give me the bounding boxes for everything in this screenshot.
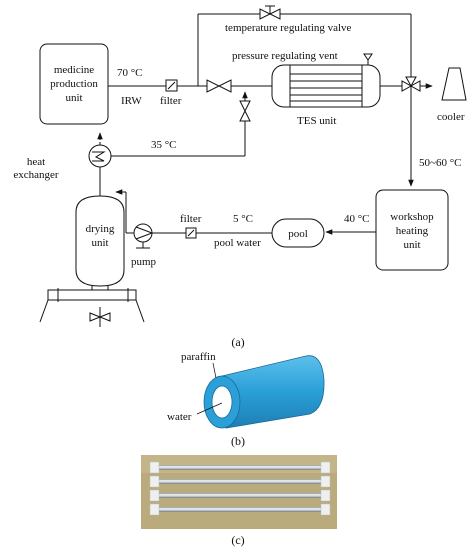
workshop-unit-label-2: heating bbox=[396, 225, 429, 237]
pump-icon bbox=[133, 223, 153, 243]
cooler-label: cooler bbox=[437, 111, 465, 123]
heat-exchanger-icon bbox=[88, 144, 112, 168]
cylinder-body bbox=[221, 355, 325, 429]
tubes-photo bbox=[141, 455, 337, 529]
filter-top-label: filter bbox=[160, 95, 182, 107]
pressure-vent-icon bbox=[363, 53, 373, 61]
water-label: water bbox=[167, 411, 192, 423]
medicine-unit-label-1: medicine bbox=[54, 64, 94, 76]
caption-c: (c) bbox=[231, 533, 244, 547]
paraffin-cylinder-diagram bbox=[196, 355, 325, 429]
water-leader bbox=[196, 402, 223, 415]
filter-bottom-label: filter bbox=[180, 213, 202, 225]
workshop-unit-label-1: workshop bbox=[390, 211, 434, 223]
heat-exchanger-label-2: exchanger bbox=[13, 169, 59, 181]
temp-40-label: 40 °C bbox=[344, 213, 370, 225]
drying-stand bbox=[47, 289, 137, 301]
three-way-valve-icon bbox=[401, 76, 421, 92]
process-diagram bbox=[39, 5, 467, 327]
temp-50-60-label: 50~60 °C bbox=[419, 157, 461, 169]
tube-2 bbox=[155, 479, 323, 484]
temp-35-label: 35 °C bbox=[151, 139, 177, 151]
drying-unit-label-1: drying bbox=[86, 223, 115, 235]
pressure-vent-label: pressure regulating vent bbox=[232, 50, 338, 62]
cooler-icon bbox=[441, 67, 467, 101]
tube-1 bbox=[155, 465, 323, 470]
medicine-unit-label-3: unit bbox=[65, 92, 82, 104]
tube-3 bbox=[155, 493, 323, 498]
paraffin-leader bbox=[212, 362, 217, 379]
diagram-a-labels: medicine production unit 70 °C IRW filte… bbox=[13, 22, 464, 349]
temp-5-label: 5 °C bbox=[233, 213, 253, 225]
caption-a: (a) bbox=[231, 335, 244, 349]
tes-unit-label: TES unit bbox=[297, 115, 336, 127]
tube-4 bbox=[155, 507, 323, 512]
medicine-production-unit-box bbox=[39, 43, 109, 125]
valve-top-icon bbox=[206, 79, 232, 93]
paraffin-label: paraffin bbox=[181, 351, 216, 363]
pool-label: pool bbox=[288, 228, 308, 240]
pump-label: pump bbox=[131, 256, 157, 268]
cylinder-inner-hole bbox=[211, 385, 233, 419]
drying-unit-box bbox=[75, 195, 125, 287]
valve-vertical-icon bbox=[239, 100, 251, 122]
temp-70-label: 70 °C bbox=[117, 67, 143, 79]
irw-label: IRW bbox=[121, 95, 142, 107]
medicine-unit-label-2: production bbox=[50, 78, 98, 90]
workshop-heating-unit-box bbox=[375, 189, 449, 271]
caption-b: (b) bbox=[231, 434, 245, 448]
heat-exchanger-label-1: heat bbox=[27, 156, 45, 168]
temperature-valve-label: temperature regulating valve bbox=[225, 22, 352, 34]
pool-water-label: pool water bbox=[214, 237, 261, 249]
workshop-unit-label-3: unit bbox=[403, 239, 420, 251]
drying-unit-label-2: unit bbox=[91, 237, 108, 249]
